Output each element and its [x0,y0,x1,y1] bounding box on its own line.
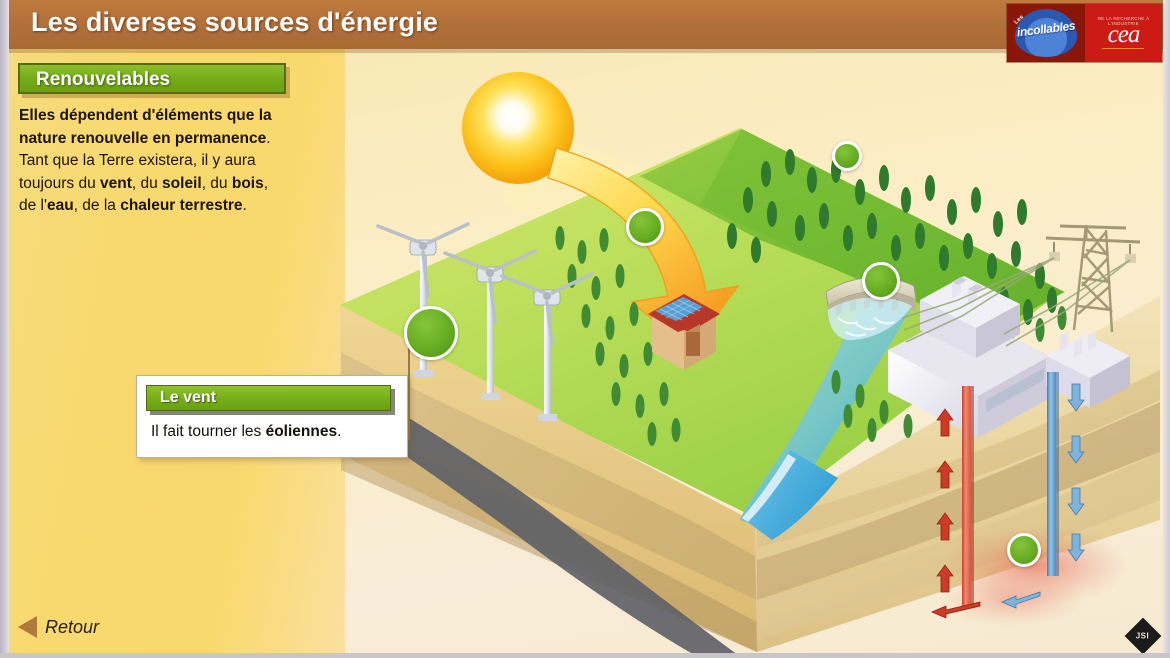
hotspot-biomass[interactable] [832,141,862,171]
back-button-label: Retour [45,616,100,637]
left-triangle-icon [18,616,37,638]
right-border [1163,0,1170,658]
callout-body-prefix: Il fait tourner les [151,423,266,440]
hotspot-wind[interactable] [404,306,458,360]
left-panel-background [0,0,345,658]
renewable-text-run-4: soleil [162,174,202,192]
callout-title-bar: Le vent [146,385,391,411]
cea-wordmark: cea [1107,21,1141,48]
renewable-text-run-9: , de la [73,197,121,214]
renewable-text-run-7: , de l' [19,174,269,215]
back-button[interactable]: Retour [18,614,99,640]
renewable-text-run-3: , du [131,174,163,192]
title-bar: Les diverses sources d'énergie [9,0,1170,49]
renewable-text-run-1: . Tant que la Terre existera, il y aura … [19,129,271,192]
callout-body: Il fait tourner les éoliennes. [151,423,401,441]
page-title: Les diverses sources d'énergie [31,7,439,37]
section-badge-renouvelables: Renouvelables [18,63,286,94]
incollables-arc-inner [1025,18,1067,57]
renewable-text-run-10: chaleur terrestre [120,197,243,214]
renewable-description: Elles dépendent d'éléments que la nature… [19,105,289,218]
renewable-text-run-2: vent [100,174,132,192]
callout-title: Le vent [160,389,217,406]
cea-underline [1102,47,1144,49]
title-bar-shadow [9,49,1170,53]
watermark-text: JSI [1136,631,1150,641]
renewable-text-run-0: Elles dépendent d'éléments que la nature… [19,107,272,147]
incollables-arc-icon [1015,9,1077,57]
renewable-text-run-11: . [242,197,247,214]
section-badge-label: Renouvelables [36,69,171,90]
callout-body-bold: éoliennes [265,423,338,440]
callout-body-suffix: . [337,423,342,440]
left-border [0,0,9,658]
right-panel-background [345,0,1170,658]
hotspot-hydro[interactable] [862,262,900,300]
renewable-text-run-6: bois [231,174,264,192]
cea-tagline: DE LA RECHERCHE À L'INDUSTRIE [1097,16,1150,26]
renewable-text-run-5: , du [201,174,232,192]
hotspot-solar[interactable] [626,208,664,246]
hotspot-geothermal[interactable] [1007,533,1041,567]
bottom-border [0,653,1170,658]
renewable-text-run-8: eau [46,197,74,214]
callout-le-vent[interactable]: Le vent Il fait tourner les éoliennes. [136,375,408,458]
logo-les-incollables[interactable]: Les incollables [1007,4,1085,62]
callout-connector-vertical [408,340,410,440]
logo-group: Les incollables DE LA RECHERCHE À L'INDU… [1007,4,1162,62]
logo-cea[interactable]: DE LA RECHERCHE À L'INDUSTRIE cea [1085,4,1162,62]
